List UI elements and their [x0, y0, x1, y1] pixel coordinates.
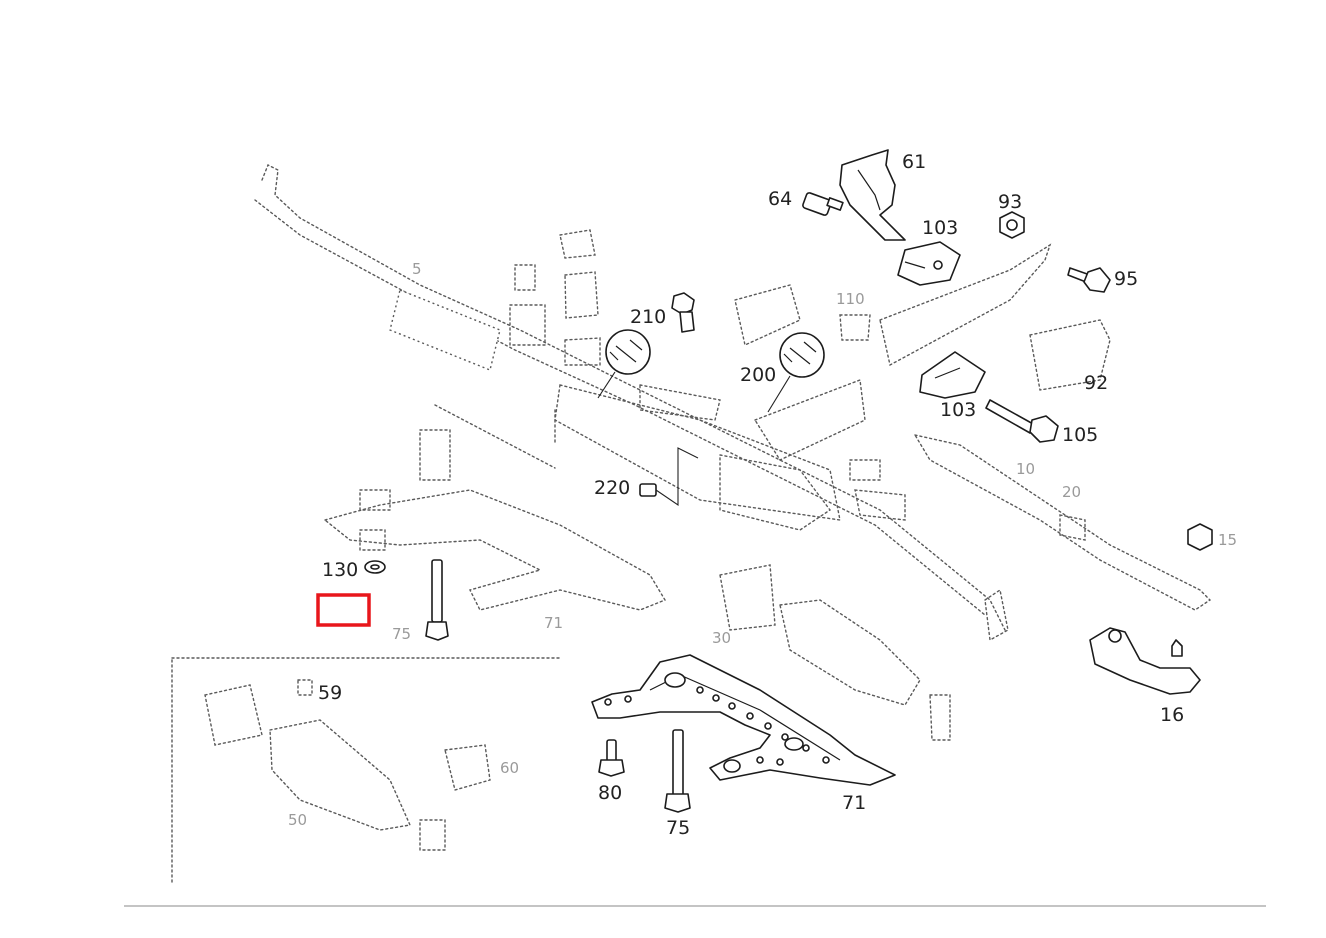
callout-61[interactable]: 61: [902, 151, 926, 173]
callout-16[interactable]: 16: [1160, 704, 1184, 726]
callout-59[interactable]: 59: [318, 682, 342, 704]
screw-220[interactable]: [639, 447, 699, 507]
callout-103-top[interactable]: 103: [922, 217, 958, 239]
torque-wrench-icon: [597, 329, 651, 399]
nut-15[interactable]: [1187, 523, 1213, 551]
highlight-box: [316, 593, 371, 627]
callout-5[interactable]: 5: [412, 260, 422, 278]
callout-71-faded[interactable]: 71: [544, 614, 563, 632]
boot-detail-inset[interactable]: [204, 679, 491, 851]
callout-60[interactable]: 60: [500, 759, 519, 777]
heat-shield-part[interactable]: [839, 149, 906, 241]
callout-30[interactable]: 30: [712, 629, 731, 647]
bolt-95[interactable]: [1067, 267, 1111, 293]
callout-130[interactable]: 130: [322, 559, 358, 581]
torque-wrench-icon: [767, 332, 825, 413]
screw-210[interactable]: [671, 292, 695, 333]
subframe-holes: [604, 672, 830, 773]
callout-110[interactable]: 110: [836, 290, 865, 308]
callout-75-faded[interactable]: 75: [392, 625, 411, 643]
callout-20[interactable]: 20: [1062, 483, 1081, 501]
bracket-103-bottom[interactable]: [919, 351, 986, 399]
callout-92[interactable]: 92: [1084, 372, 1108, 394]
bolt-105[interactable]: [985, 399, 1059, 443]
bolt-80[interactable]: [598, 739, 625, 777]
tie-rod-right[interactable]: [913, 433, 1212, 611]
callout-50[interactable]: 50: [288, 811, 307, 829]
callout-95[interactable]: 95: [1114, 268, 1138, 290]
callout-105[interactable]: 105: [1062, 424, 1098, 446]
bolt-75-upper[interactable]: [425, 559, 449, 641]
bolt-64[interactable]: [802, 192, 844, 216]
front-subframe-71[interactable]: [591, 654, 896, 786]
control-arm-16[interactable]: [1089, 627, 1201, 695]
bolt-75-lower[interactable]: [664, 729, 691, 813]
rack-fittings[interactable]: [509, 229, 1111, 521]
callout-64[interactable]: 64: [768, 188, 792, 210]
nut-93[interactable]: [999, 211, 1025, 239]
callout-15[interactable]: 15: [1218, 531, 1237, 549]
washer-130[interactable]: [364, 560, 386, 574]
callout-75[interactable]: 75: [666, 817, 690, 839]
callout-210[interactable]: 210: [630, 306, 666, 328]
callout-103-bottom[interactable]: 103: [940, 399, 976, 421]
callout-71[interactable]: 71: [842, 792, 866, 814]
detail-inset: [171, 657, 561, 886]
callout-10[interactable]: 10: [1016, 460, 1035, 478]
steering-rack-assembly[interactable]: [254, 164, 1009, 642]
bracket-103-top[interactable]: [897, 241, 961, 286]
steering-boot-faded[interactable]: [719, 564, 951, 741]
callout-200[interactable]: 200: [740, 364, 776, 386]
callout-93[interactable]: 93: [998, 191, 1022, 213]
subframe-faded[interactable]: [323, 429, 667, 611]
callout-220[interactable]: 220: [594, 477, 630, 499]
callout-80[interactable]: 80: [598, 782, 622, 804]
